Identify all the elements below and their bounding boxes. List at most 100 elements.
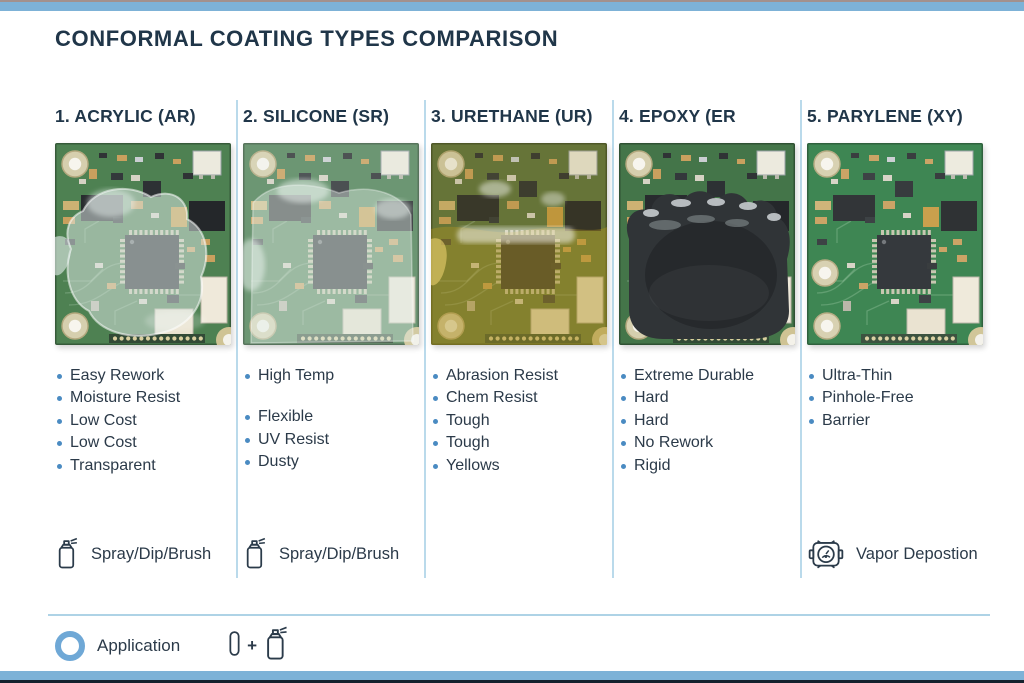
application-label: Spray/Dip/Brush bbox=[279, 544, 400, 563]
feature-label: Dusty bbox=[258, 453, 299, 471]
bullet-dot bbox=[245, 374, 250, 379]
feature-label: Barrier bbox=[822, 411, 871, 429]
bullet-dot bbox=[621, 396, 626, 402]
bullet-dot bbox=[809, 374, 814, 379]
feature-item: Flexible bbox=[243, 406, 419, 428]
bullet-dot bbox=[57, 396, 62, 402]
bullet-dot bbox=[57, 463, 62, 469]
bullet-dot bbox=[621, 441, 626, 447]
spray-can-icon bbox=[263, 625, 290, 668]
feature-label: UV Resist bbox=[258, 430, 330, 448]
spray-can-icon bbox=[243, 536, 268, 572]
bullet-dot bbox=[433, 441, 438, 447]
bullet-dot bbox=[433, 418, 438, 424]
feature-item: Tough bbox=[431, 432, 607, 454]
legend-divider bbox=[48, 614, 990, 616]
urethane-coated-pcb bbox=[431, 143, 607, 345]
feature-item: Yellows bbox=[431, 455, 607, 477]
legend-label: Application bbox=[97, 636, 181, 655]
feature-item: Moisture Resist bbox=[55, 387, 231, 409]
bullet-dot bbox=[621, 374, 626, 379]
feature-label: Easy Rework bbox=[70, 367, 165, 384]
bullet-dot bbox=[57, 441, 62, 447]
bullet-dot bbox=[57, 418, 62, 424]
bullet-dot bbox=[245, 415, 250, 421]
feature-label: Low Cost bbox=[70, 434, 137, 452]
bullet-dot bbox=[621, 418, 626, 424]
feature-label: Chem Resist bbox=[446, 389, 538, 407]
bullet-dot bbox=[621, 463, 626, 469]
feature-label: Hard bbox=[634, 411, 669, 429]
bullet-dot bbox=[433, 374, 438, 379]
application-method: Spray/Dip/Brush bbox=[55, 536, 211, 572]
bullet-dot bbox=[809, 396, 814, 402]
feature-label: Ultra-Thin bbox=[822, 367, 893, 384]
feature-item: Rigid bbox=[619, 455, 795, 477]
feature-item: High Temp bbox=[243, 365, 419, 387]
column-divider bbox=[236, 100, 238, 578]
column-divider bbox=[800, 100, 802, 578]
feature-label: Yellows bbox=[446, 456, 500, 474]
column-divider bbox=[424, 100, 426, 578]
feature-label: Hard bbox=[634, 389, 669, 407]
parylene-coated-pcb bbox=[807, 143, 983, 345]
feature-label: No Rework bbox=[634, 434, 714, 452]
feature-item: Abrasion Resist bbox=[431, 365, 607, 387]
feature-gap bbox=[243, 387, 419, 406]
feature-item: Pinhole-Free bbox=[807, 387, 983, 409]
feature-item: Low Cost bbox=[55, 432, 231, 454]
feature-label: Moisture Resist bbox=[70, 389, 181, 407]
feature-item: No Rework bbox=[619, 432, 795, 454]
column-header: 1. ACRYLIC (AR) bbox=[55, 106, 196, 126]
legend-method-icons: + bbox=[228, 625, 290, 668]
column-header: 3. URETHANE (UR) bbox=[431, 106, 593, 126]
feature-label: Rigid bbox=[634, 456, 671, 474]
dip-bottle-icon bbox=[228, 630, 241, 662]
page-title: CONFORMAL COATING TYPES COMPARISON bbox=[55, 26, 559, 51]
column-divider bbox=[612, 100, 614, 578]
feature-item: Chem Resist bbox=[431, 387, 607, 409]
bottom-accent-bar bbox=[0, 671, 1024, 680]
feature-label: Extreme Durable bbox=[634, 367, 755, 384]
bullet-dot bbox=[433, 463, 438, 469]
acrylic-coated-pcb bbox=[55, 143, 231, 345]
vapor-chamber-icon bbox=[807, 536, 845, 572]
feature-item: UV Resist bbox=[243, 429, 419, 451]
bullet-dot bbox=[809, 418, 814, 424]
feature-label: Flexible bbox=[258, 408, 314, 426]
top-accent-bar bbox=[0, 2, 1024, 11]
feature-item: Low Cost bbox=[55, 410, 231, 432]
feature-item: Extreme Durable bbox=[619, 365, 795, 387]
feature-label: Abrasion Resist bbox=[446, 367, 559, 384]
bottom-edge-strip bbox=[0, 680, 1024, 683]
feature-item: Hard bbox=[619, 387, 795, 409]
application-label: Vapor Depostion bbox=[856, 544, 978, 563]
feature-item: Barrier bbox=[807, 410, 983, 432]
feature-label: High Temp bbox=[258, 367, 335, 384]
feature-item: Ultra-Thin bbox=[807, 365, 983, 387]
top-edge-strip bbox=[0, 0, 1024, 2]
feature-label: Transparent bbox=[70, 456, 156, 474]
plus-sign: + bbox=[247, 636, 258, 655]
feature-label: Tough bbox=[446, 411, 490, 429]
feature-label: Tough bbox=[446, 434, 490, 452]
application-ring-icon bbox=[55, 631, 85, 661]
feature-label: Low Cost bbox=[70, 411, 137, 429]
bullet-dot bbox=[245, 437, 250, 443]
feature-item: Transparent bbox=[55, 455, 231, 477]
bullet-dot bbox=[245, 460, 250, 466]
feature-item: Easy Rework bbox=[55, 365, 231, 387]
application-method: Spray/Dip/Brush bbox=[243, 536, 399, 572]
application-label: Spray/Dip/Brush bbox=[91, 544, 212, 563]
epoxy-coated-pcb bbox=[619, 143, 795, 345]
